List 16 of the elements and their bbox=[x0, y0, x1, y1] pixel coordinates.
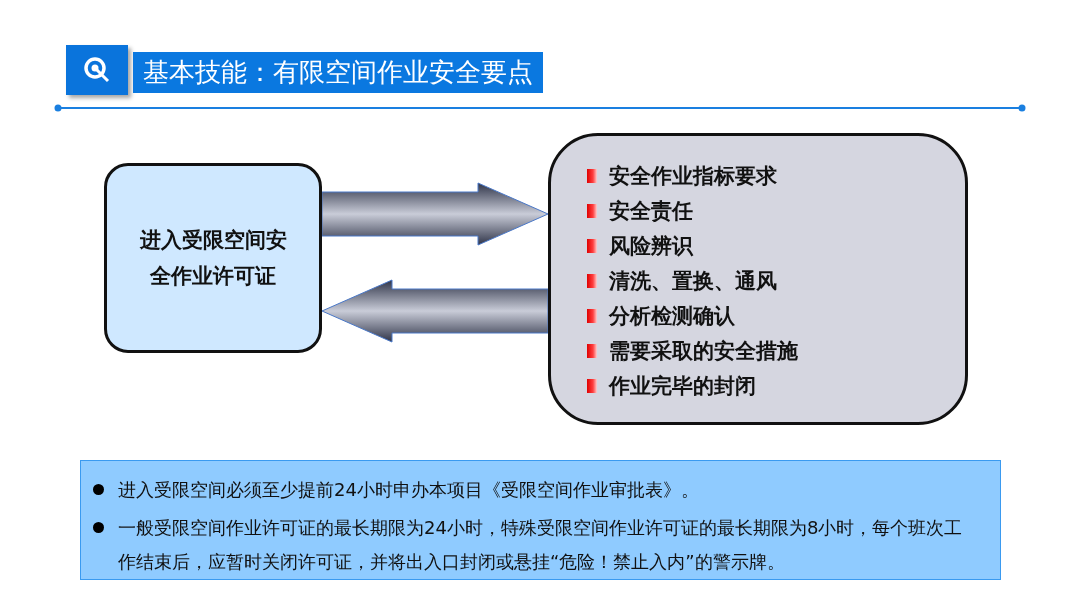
block-arrow bbox=[321, 279, 549, 343]
checklist-panel bbox=[548, 133, 968, 425]
title-banner: 基本技能：有限空间作业安全要点 bbox=[133, 52, 543, 93]
checklist-item: 分析检测确认 bbox=[609, 302, 735, 330]
block-arrow bbox=[321, 182, 549, 246]
note-panel bbox=[80, 460, 1001, 580]
checklist-item: 需要采取的安全措施 bbox=[609, 337, 798, 365]
checklist-item: 风险辨识 bbox=[609, 232, 693, 260]
checklist-item: 作业完毕的封闭 bbox=[609, 372, 756, 400]
note-text: 进入受限空间必须至少提前24小时申办本项目《受限空间作业审批表》。 bbox=[118, 478, 699, 502]
checklist-item: 清洗、置换、通风 bbox=[609, 267, 777, 295]
checklist-item: 安全作业指标要求 bbox=[609, 162, 777, 190]
checklist-item: 安全责任 bbox=[609, 197, 693, 225]
note-text: 一般受限空间作业许可证的最长期限为24小时，特殊受限空间作业许可证的最长期限为8小时，每个班次工作结束后，应暂时关闭许可证，并将出入口封闭或悬挂“危险！禁止入内”的警示牌。 bbox=[118, 516, 964, 574]
permit-title: 进入受限空间安全作业许可证 bbox=[138, 227, 288, 290]
permit-box bbox=[104, 163, 322, 353]
